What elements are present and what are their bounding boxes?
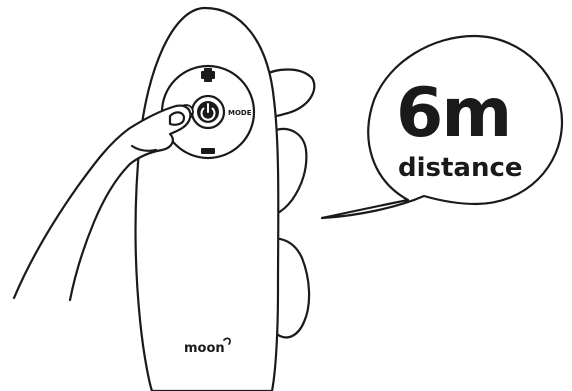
mode-button-label[interactable]: MODE bbox=[228, 109, 252, 117]
power-button[interactable] bbox=[192, 96, 224, 128]
distance-value: 6m bbox=[396, 74, 510, 153]
volume-down-button[interactable] bbox=[201, 148, 215, 154]
distance-caption: distance bbox=[398, 153, 523, 183]
distance-callout: 6m distance bbox=[322, 36, 562, 218]
brand-logo: moon bbox=[184, 341, 225, 356]
